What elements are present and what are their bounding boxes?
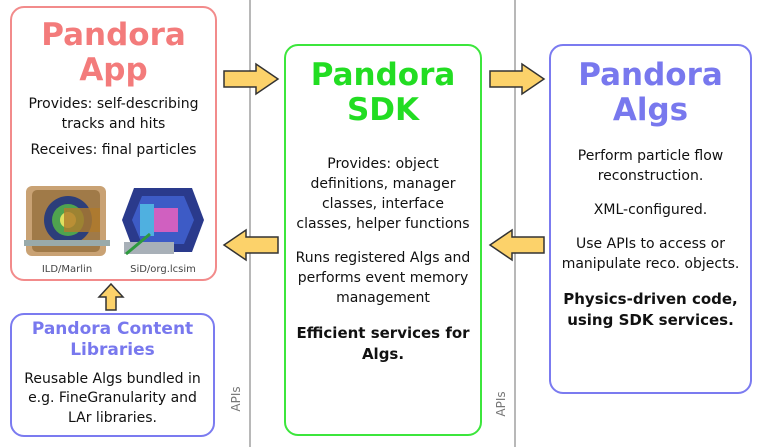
app-receives-text: Receives: final particles [30,142,197,159]
content-libraries-title: Pandora Content Libraries [31,319,194,361]
pandora-algs-title: Pandora Algs [578,57,723,128]
pandora-sdk-title: Pandora SDK [310,57,456,128]
algs-bold-text: Physics-driven code, using SDK services. [563,289,738,330]
pandora-app-title: Pandora App [41,17,186,88]
pandora-app-box: Pandora App Provides: self-describing tr… [10,6,217,281]
api-label-right: APIs [494,391,508,417]
arrow-sdk-to-app-icon [222,228,279,262]
pandora-content-libraries-box: Pandora Content Libraries Reusable Algs … [10,313,215,437]
ild-marlin-label: ILD/Marlin [41,264,93,275]
ild-detector-icon [24,186,110,256]
sdk-runs-text: Runs registered Algs and performs event … [295,249,471,306]
content-libraries-text: Reusable Algs bundled in e.g. FineGranul… [24,370,201,427]
detector-images: ILD/Marlin SiD/org.lcsim [20,180,210,278]
algs-use-text: Use APIs to access or manipulate reco. o… [561,236,740,272]
api-divider-right [514,0,516,447]
sdk-bold-text: Efficient services for Algs. [296,323,470,363]
pandora-algs-box: Pandora Algs Perform particle flow recon… [549,44,752,394]
sdk-provides-text: Provides: object definitions, manager cl… [296,156,470,233]
api-divider-left [249,0,251,447]
sid-lcsim-label: SiD/org.lcsim [130,264,196,275]
arrow-app-to-sdk-icon [223,62,280,96]
sid-detector-icon [122,188,204,256]
algs-perform-text: Perform particle flow reconstruction. [577,148,724,185]
arrow-algs-to-sdk-icon [488,228,545,262]
api-label-left: APIs [229,386,243,412]
pandora-sdk-box: Pandora SDK Provides: object definitions… [284,44,482,436]
app-provides-text: Provides: self-describing tracks and hit… [28,96,199,133]
arrow-sdk-to-algs-icon [489,62,546,96]
arrow-lib-to-app-icon [97,282,125,311]
algs-xml-text: XML-configured. [593,202,708,219]
